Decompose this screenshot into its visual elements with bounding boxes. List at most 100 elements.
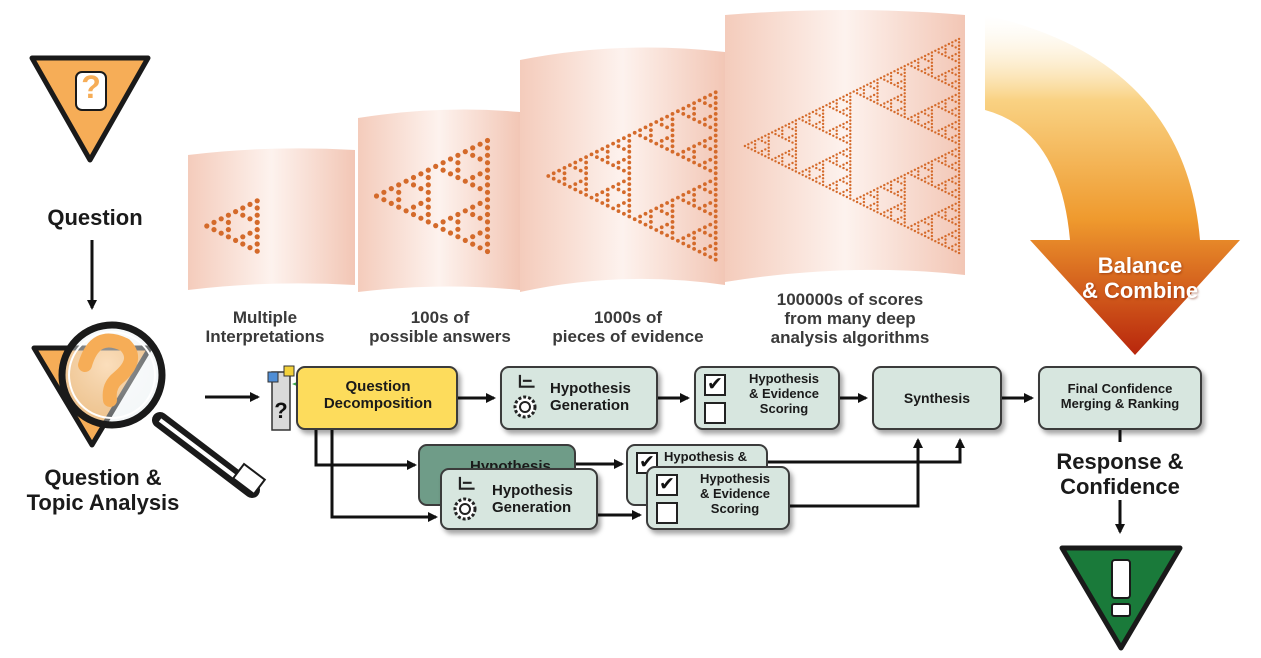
evidence-dot xyxy=(470,211,476,218)
box-line: Hypothesis xyxy=(699,471,771,486)
evidence-dot xyxy=(825,185,828,188)
evidence-dot xyxy=(903,217,906,221)
evidence-dot xyxy=(957,81,961,85)
evidence-dot xyxy=(954,80,957,83)
evidence-dot xyxy=(954,243,957,246)
evidence-dot xyxy=(240,241,246,247)
evidence-dot xyxy=(944,98,947,102)
evidence-dot xyxy=(627,193,632,197)
evidence-dot xyxy=(703,139,707,143)
evidence-dot xyxy=(954,87,957,90)
evidence-dot xyxy=(842,177,845,180)
evidence-dot xyxy=(842,112,845,115)
evidence-dot xyxy=(808,119,811,122)
evidence-dot xyxy=(896,221,900,224)
evidence-dot xyxy=(842,98,845,102)
evidence-dot xyxy=(225,212,231,218)
evidence-dot xyxy=(835,187,838,190)
evidence-dot xyxy=(838,178,842,182)
evidence-dot xyxy=(930,109,934,112)
evidence-dot xyxy=(957,119,961,122)
evidence-dot xyxy=(627,133,632,138)
box-line: & Evidence xyxy=(748,385,820,401)
evidence-dot xyxy=(747,146,750,149)
evidence-dot xyxy=(818,161,821,165)
evidence-dot xyxy=(927,161,930,165)
evidence-dot xyxy=(957,197,961,200)
evidence-dot xyxy=(951,248,954,251)
evidence-dot xyxy=(703,160,707,165)
evidence-dot xyxy=(595,198,599,203)
evidence-dot xyxy=(954,161,957,165)
evidence-dot xyxy=(767,156,770,160)
evidence-dot xyxy=(627,198,632,203)
evidence-dot xyxy=(659,225,664,230)
evidence-dot xyxy=(832,189,835,192)
evidence-dot xyxy=(627,187,632,192)
evidence-dot xyxy=(930,160,934,163)
evidence-dot xyxy=(425,189,431,195)
evidence-dot xyxy=(703,101,707,105)
evidence-dot xyxy=(595,155,599,160)
evidence-dot xyxy=(889,81,893,85)
balance-combine-line1: Balance xyxy=(1097,253,1183,278)
evidence-dot xyxy=(923,54,927,58)
evidence-dot xyxy=(893,70,896,73)
evidence-dot xyxy=(659,230,664,235)
evidence-dot xyxy=(957,214,961,217)
evidence-dot xyxy=(900,73,903,76)
evidence-dot xyxy=(937,102,940,105)
evidence-dot xyxy=(903,197,906,200)
evidence-dot xyxy=(818,121,821,124)
evidence-dot xyxy=(849,143,852,146)
evidence-dot xyxy=(750,141,753,144)
evidence-dot xyxy=(681,198,686,203)
evidence-dot xyxy=(447,215,454,221)
evidence-dot xyxy=(883,75,886,78)
evidence-dot xyxy=(568,184,572,189)
analysis-label-line1: Question & xyxy=(44,465,162,490)
evidence-dot xyxy=(944,75,947,78)
evidence-dot xyxy=(937,132,940,136)
evidence-dot xyxy=(859,93,862,97)
evidence-dot xyxy=(713,236,718,241)
evidence-dot xyxy=(903,183,906,187)
evidence-dot xyxy=(940,209,944,212)
evidence-dot xyxy=(842,122,845,126)
evidence-dot xyxy=(889,78,893,81)
evidence-dot xyxy=(849,187,852,190)
evidence-dot xyxy=(440,226,446,232)
evidence-dot xyxy=(937,238,940,241)
evidence-dot xyxy=(957,160,961,163)
evidence-dot xyxy=(923,180,927,183)
evidence-dot xyxy=(835,105,838,109)
evidence-dot xyxy=(670,112,675,116)
evidence-dot xyxy=(903,221,906,224)
evidence-dot xyxy=(670,144,675,149)
evidence-dot xyxy=(930,170,934,173)
evidence-dot xyxy=(876,95,879,98)
evidence-dot xyxy=(957,248,961,251)
evidence-dot xyxy=(957,54,961,58)
evidence-dot xyxy=(455,174,461,181)
evidence-dot xyxy=(470,174,476,181)
evidence-dot xyxy=(643,125,648,130)
evidence-dot xyxy=(883,214,886,217)
evidence-dot xyxy=(832,182,835,185)
evidence-dot xyxy=(927,121,930,124)
evidence-dot xyxy=(670,203,675,208)
evidence-dot xyxy=(957,217,961,221)
evidence-dot xyxy=(692,193,696,197)
evidence-dot xyxy=(957,68,961,71)
evidence-dot xyxy=(944,102,947,105)
evidence-dot xyxy=(944,105,947,109)
evidence-dot xyxy=(801,170,804,173)
evidence-dot xyxy=(381,189,387,195)
evidence-dot xyxy=(627,155,632,160)
evidence-dot xyxy=(849,180,852,183)
evidence-dot xyxy=(791,148,794,151)
evidence-dot xyxy=(947,56,951,59)
evidence-dot xyxy=(770,131,774,134)
evidence-dot xyxy=(951,204,954,207)
evidence-dot xyxy=(708,190,713,195)
